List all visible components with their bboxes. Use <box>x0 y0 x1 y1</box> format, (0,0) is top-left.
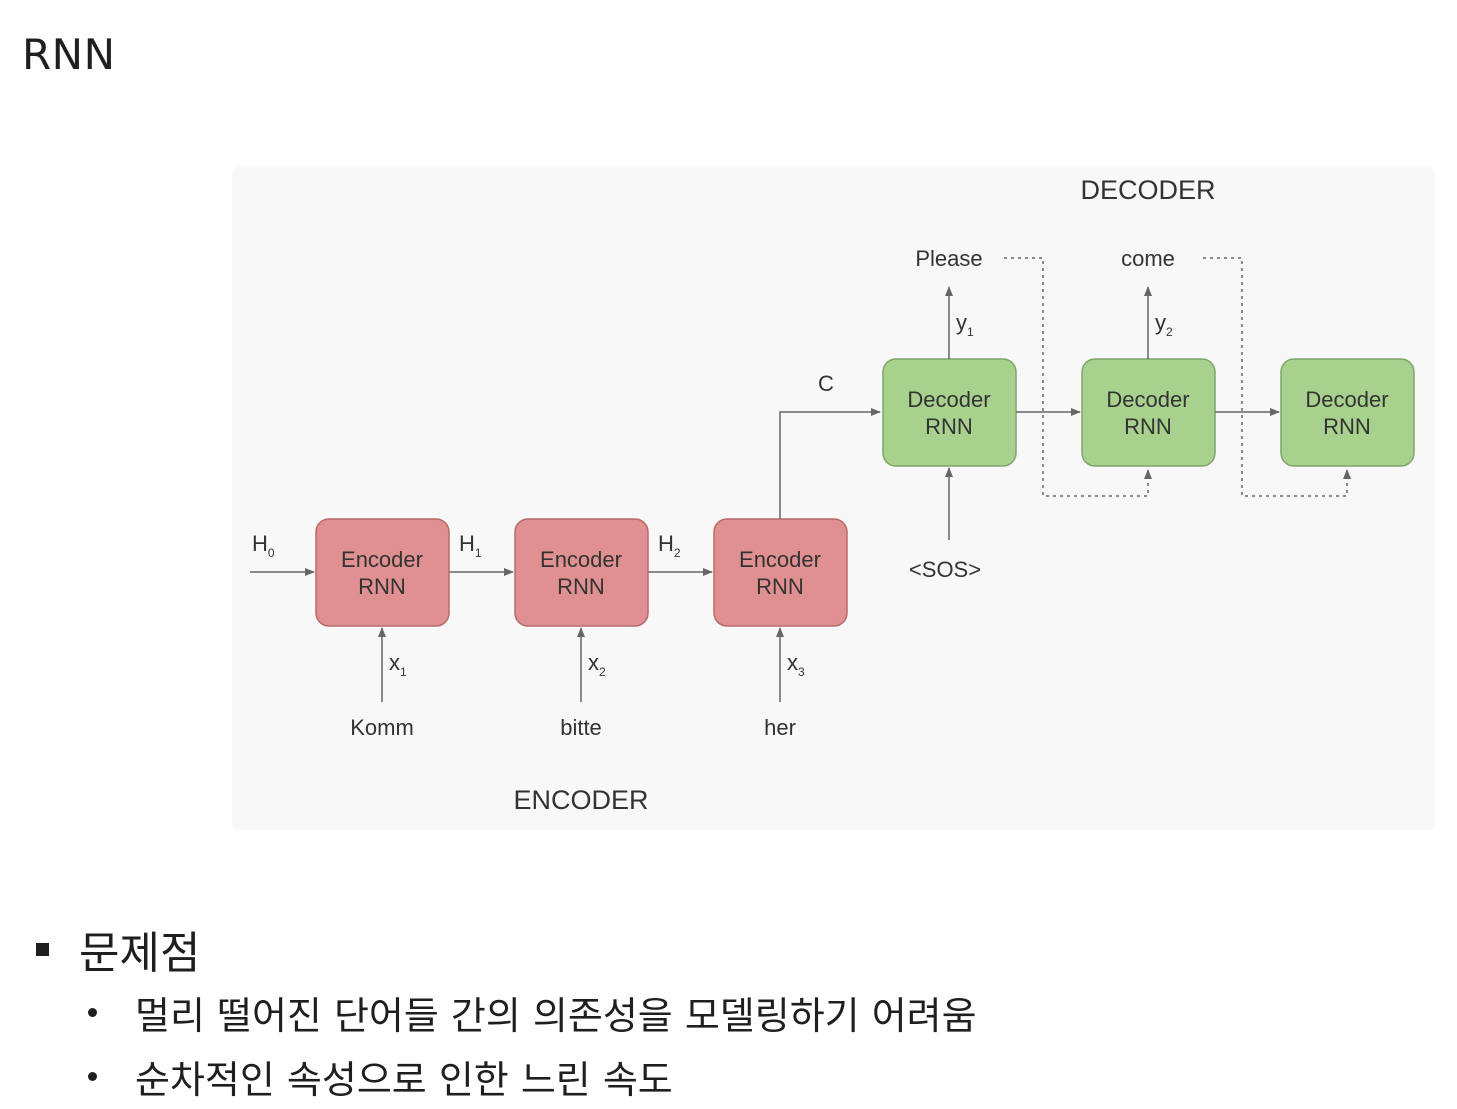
svg-text:RNN: RNN <box>358 574 406 599</box>
encoder-title: ENCODER <box>513 785 648 815</box>
h2-label: H2 <box>658 531 681 560</box>
context-label: C <box>818 371 834 396</box>
encoder-block-3: Encoder RNN <box>713 518 848 627</box>
problem-item-text: 순차적인 속성으로 인한 느린 속도 <box>135 1057 673 1102</box>
x3-label: x3 <box>787 650 805 679</box>
x1-label: x1 <box>389 650 407 679</box>
input-word-3: her <box>764 715 796 740</box>
problems-heading-row: 문제점 <box>30 918 1430 980</box>
svg-text:Decoder: Decoder <box>1305 387 1388 412</box>
problem-item: 멀리 떨어진 단어들 간의 의존성을 모델링하기 어려움 <box>88 980 1430 1044</box>
slide-title: RNN <box>22 30 116 79</box>
problem-item: 순차적인 속성으로 인한 느린 속도 <box>88 1044 1430 1108</box>
h1-label: H1 <box>459 531 482 560</box>
svg-text:RNN: RNN <box>756 574 804 599</box>
decoder-block-3: Decoder RNN <box>1280 358 1415 467</box>
h0-label: H0 <box>252 531 275 560</box>
output-word-2: come <box>1121 246 1175 271</box>
y2-label: y2 <box>1155 310 1173 339</box>
seq2seq-diagram-panel <box>232 167 1435 830</box>
svg-text:RNN: RNN <box>925 414 973 439</box>
decoder-block-1: Decoder RNN <box>882 358 1017 467</box>
input-word-1: Komm <box>350 715 414 740</box>
problems-heading: 문제점 <box>79 928 201 979</box>
decoder-title: DECODER <box>1080 175 1215 205</box>
dot-bullet-icon <box>88 1071 97 1081</box>
svg-text:Encoder: Encoder <box>739 547 821 572</box>
context-arrow <box>779 408 881 519</box>
svg-text:Encoder: Encoder <box>341 547 423 572</box>
svg-text:Encoder: Encoder <box>540 547 622 572</box>
svg-text:RNN: RNN <box>557 574 605 599</box>
problems-section: 문제점 멀리 떨어진 단어들 간의 의존성을 모델링하기 어려움 순차적인 속성… <box>30 918 1430 1108</box>
encoder-block-2: Encoder RNN <box>514 518 649 627</box>
svg-text:RNN: RNN <box>1124 414 1172 439</box>
svg-text:RNN: RNN <box>1323 414 1371 439</box>
sos-label: <SOS> <box>909 557 981 582</box>
y1-label: y1 <box>956 310 974 339</box>
output-word-1: Please <box>915 246 982 271</box>
square-bullet-icon <box>36 942 49 956</box>
encoder-block-1: Encoder RNN <box>315 518 450 627</box>
seq2seq-diagram: DECODER ENCODER H0 H1 H2 Encoder RNN Enc… <box>250 175 1415 815</box>
dot-bullet-icon <box>88 1007 97 1017</box>
svg-text:Decoder: Decoder <box>1106 387 1189 412</box>
svg-text:Decoder: Decoder <box>907 387 990 412</box>
input-word-2: bitte <box>560 715 602 740</box>
decoder-block-2: Decoder RNN <box>1081 358 1216 467</box>
problem-item-text: 멀리 떨어진 단어들 간의 의존성을 모델링하기 어려움 <box>135 993 977 1038</box>
x2-label: x2 <box>588 650 606 679</box>
